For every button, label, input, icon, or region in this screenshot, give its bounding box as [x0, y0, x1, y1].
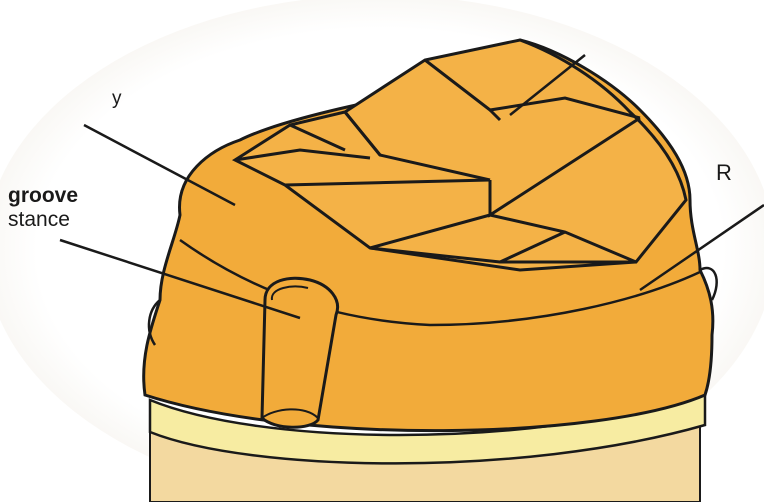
- label-groove: groove: [8, 184, 78, 208]
- label-top-left-fragment: y: [112, 88, 122, 110]
- label-stance: stance: [8, 208, 70, 232]
- label-right-fragment: R: [716, 160, 732, 186]
